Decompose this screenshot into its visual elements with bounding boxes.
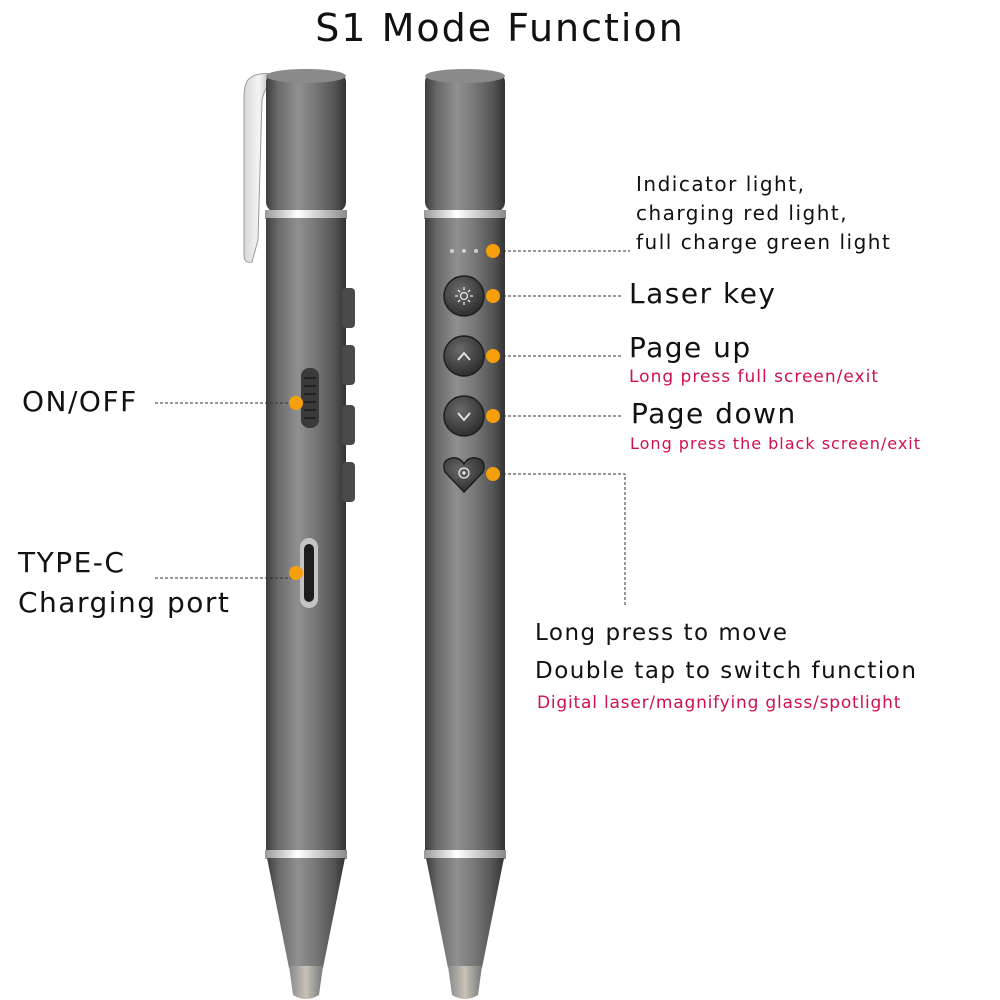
left-pen <box>243 69 355 999</box>
right-pen <box>424 69 506 999</box>
page-up-sublabel: Long press full screen/exit <box>629 367 879 387</box>
move-sublabel: Digital laser/magnifying glass/spotlight <box>537 693 902 713</box>
move-label-line1: Long press to move <box>535 620 789 646</box>
move-label: Long press to move Double tap to switch … <box>535 614 917 690</box>
on-off-label: ON/OFF <box>22 385 138 418</box>
indicator-label-line3: full charge green light <box>636 230 892 254</box>
page-down-label: Page down <box>631 397 797 430</box>
typec-label: TYPE-C Charging port <box>18 543 230 623</box>
page-down-icon <box>443 395 485 437</box>
callout-markers <box>289 244 500 580</box>
indicator-label: Indicator light, charging red light, ful… <box>636 170 891 257</box>
callout-lines <box>155 250 630 605</box>
indicator-dots-icon <box>450 249 478 253</box>
power-switch-icon <box>301 368 319 428</box>
page-up-icon <box>443 335 485 377</box>
typec-port-icon <box>300 538 318 608</box>
page-up-label: Page up <box>629 331 752 364</box>
indicator-label-line2: charging red light, <box>636 201 849 225</box>
page-down-sublabel: Long press the black screen/exit <box>630 434 922 453</box>
spotlight-icon <box>443 457 485 494</box>
laser-key-label: Laser key <box>629 277 777 310</box>
laser-key-icon <box>443 275 485 317</box>
page-title: S1 Mode Function <box>315 6 685 50</box>
pen-clip-icon <box>243 73 275 263</box>
move-label-line2: Double tap to switch function <box>535 658 918 684</box>
typec-label-line1: TYPE-C <box>18 546 126 579</box>
typec-label-line2: Charging port <box>18 586 231 619</box>
indicator-label-line1: Indicator light, <box>636 172 806 196</box>
